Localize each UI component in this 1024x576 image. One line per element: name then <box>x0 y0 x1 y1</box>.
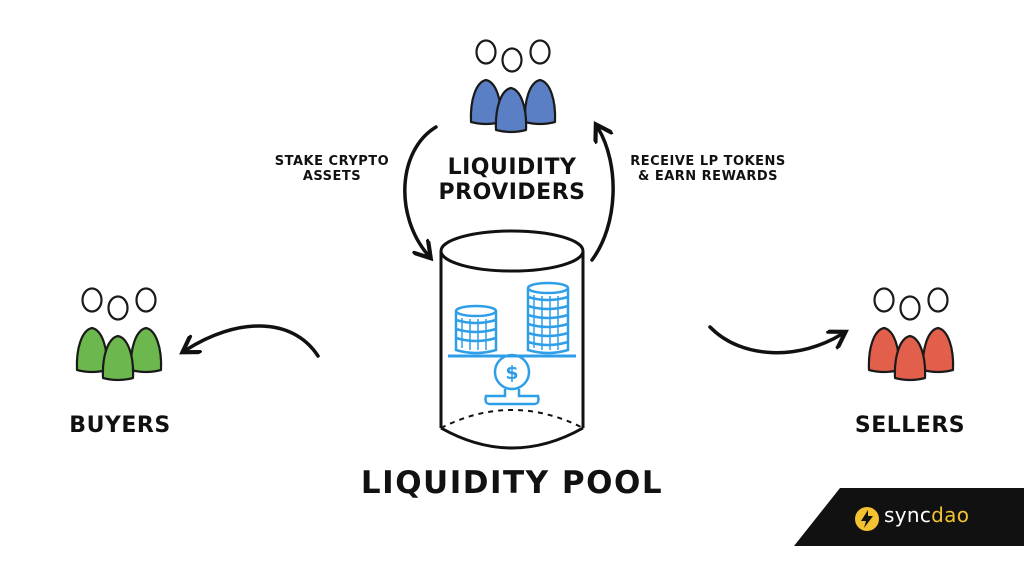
receive-label-line1: RECEIVE LP TOKENS <box>630 154 786 169</box>
sellers-people-icon <box>867 287 955 382</box>
brand-name-part2: dao <box>931 503 970 527</box>
receive-label-line2: & EARN REWARDS <box>637 168 779 184</box>
providers-label: LIQUIDITY PROVIDERS <box>420 155 604 206</box>
providers-label-line1: LIQUIDITY <box>447 155 577 180</box>
stake-label-line2: ASSETS <box>302 168 362 184</box>
stake-arrow <box>403 125 438 255</box>
receive-label: RECEIVE LP TOKENS & EARN REWARDS <box>620 154 796 185</box>
brand-name: syncdao <box>884 503 969 527</box>
stake-label: STAKE CRYPTO ASSETS <box>262 154 402 185</box>
receive-arrow <box>590 128 615 262</box>
lightning-logo <box>855 507 879 531</box>
sellers-arrow <box>708 325 842 355</box>
buyers-arrow <box>186 324 320 358</box>
coin-scale-icon: $ <box>448 281 576 406</box>
brand-name-part1: sync <box>884 503 932 527</box>
sellers-label: SELLERS <box>854 413 966 438</box>
svg-text:$: $ <box>505 362 518 384</box>
pool-title: LIQUIDITY POOL <box>360 465 664 501</box>
buyers-people-icon <box>75 287 163 382</box>
providers-people-icon <box>469 39 557 134</box>
buyers-label: BUYERS <box>69 413 171 438</box>
pool-cylinder <box>439 229 585 450</box>
providers-label-line2: PROVIDERS <box>438 180 586 206</box>
stake-label-line1: STAKE CRYPTO <box>274 154 390 169</box>
